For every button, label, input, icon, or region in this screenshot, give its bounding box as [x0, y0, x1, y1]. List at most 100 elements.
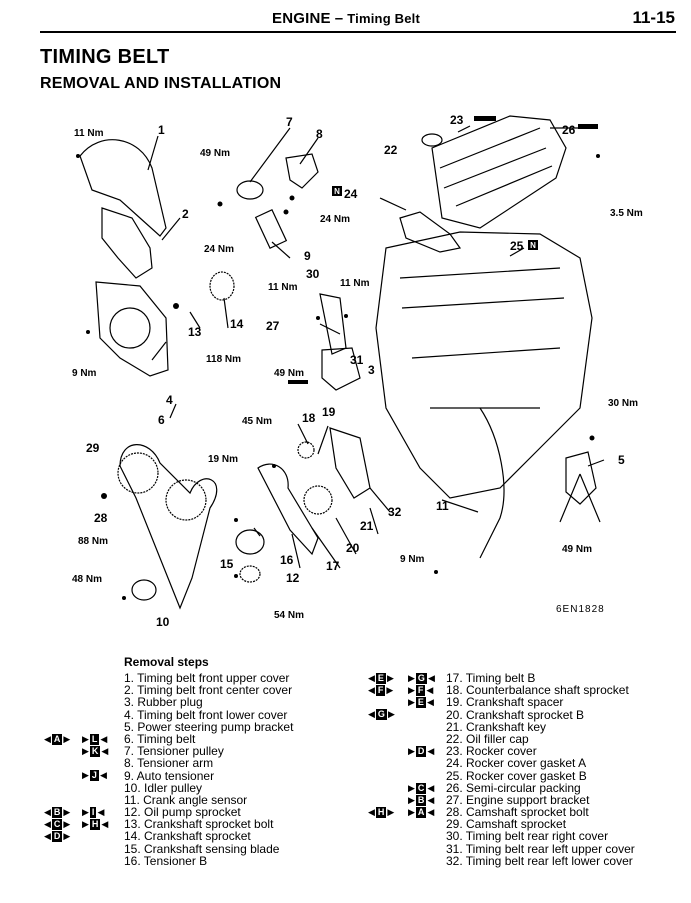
removal-step: 2. Timing belt front center cover [124, 683, 293, 698]
service-mark-c-right: ▶C◀ [408, 783, 434, 794]
service-mark-l: ▶L◀ [82, 734, 107, 745]
right-triangle-icon: ▶ [82, 819, 89, 829]
service-mark-k: ▶K◀ [82, 746, 108, 757]
header-rule [40, 31, 676, 33]
page-subtitle: REMOVAL AND INSTALLATION [40, 75, 282, 92]
right-triangle-icon: ▶ [408, 685, 415, 695]
callout-24: 24 [344, 187, 358, 201]
torque-label: 24 Nm [320, 214, 350, 225]
tensioner-arm-part [285, 153, 319, 189]
right-triangle-icon: ▶ [82, 807, 89, 817]
idler-pulley-part [131, 579, 157, 601]
right-triangle-icon: ▶ [408, 673, 415, 683]
left-triangle-icon: ◀ [100, 734, 108, 744]
timing-belt-b-part [257, 463, 319, 556]
mark-label: I [89, 807, 97, 818]
service-mark-b-right: ▶B◀ [408, 795, 434, 806]
removal-step: 11. Crank angle sensor [124, 792, 248, 807]
torque-label: 24 Nm [204, 244, 234, 255]
left-triangle-icon: ◀ [368, 685, 375, 695]
callout-19: 19 [322, 405, 336, 419]
auto-tensioner-part [254, 208, 288, 250]
front-center-cover-part [101, 207, 153, 279]
torque-label: 88 Nm [78, 536, 108, 547]
removal-step: 1. Timing belt front upper cover [124, 671, 290, 685]
left-triangle-icon: ◀ [44, 831, 51, 841]
removal-step: 20. Crankshaft sprocket B [446, 707, 585, 722]
callout-7: 7 [286, 115, 293, 129]
right-triangle-icon: ▶ [408, 795, 415, 805]
right-triangle-icon: ▶ [82, 746, 89, 756]
left-triangle-icon: ◀ [44, 734, 51, 744]
right-triangle-icon: ▶ [63, 807, 71, 817]
service-mark-g: ▶G◀ [408, 673, 435, 684]
right-triangle-icon: ▶ [63, 831, 71, 841]
mark-label: A [415, 807, 427, 818]
callout-21: 21 [360, 519, 374, 533]
engine-support-bracket-part [321, 347, 361, 391]
removal-step: 19. Crankshaft spacer [446, 695, 564, 710]
removal-step: 23. Rocker cover [446, 744, 537, 759]
removal-step: 32. Timing belt rear left lower cover [446, 853, 633, 868]
torque-label: 11 Nm [340, 278, 370, 289]
left-triangle-icon: ◀ [99, 770, 107, 780]
removal-step: 29. Camshaft sprocket [446, 817, 567, 832]
service-mark-g-left: ◀G▶ [368, 709, 395, 720]
callout-20: 20 [346, 541, 360, 555]
service-mark-j: ▶J◀ [82, 770, 107, 781]
front-upper-cover-part [79, 139, 167, 237]
removal-step: 26. Semi-circular packing [446, 780, 581, 795]
mark-label: B [415, 795, 427, 806]
removal-step: 12. Oil pump sprocket [124, 805, 241, 820]
front-lower-cover-part [95, 281, 169, 377]
removal-step: 30. Timing belt rear right cover [446, 829, 609, 844]
section-dash: – [334, 10, 344, 27]
removal-steps-right: 17. Timing belt B 18. Counterbalance sha… [446, 672, 635, 867]
mark-label: D [415, 746, 427, 757]
page-title: TIMING BELT [40, 46, 170, 68]
right-triangle-icon: ▶ [408, 697, 415, 707]
mark-label: K [89, 746, 101, 757]
removal-step: 27. Engine support bracket [446, 792, 590, 807]
callout-12: 12 [286, 571, 300, 585]
left-triangle-icon: ◀ [101, 746, 109, 756]
right-triangle-icon: ▶ [408, 746, 415, 756]
left-triangle-icon: ◀ [427, 783, 435, 793]
mark-label: E [415, 697, 426, 708]
left-triangle-icon: ◀ [44, 807, 51, 817]
service-mark-i: ▶I◀ [82, 807, 104, 818]
mark-label: E [375, 673, 386, 684]
right-triangle-icon: ▶ [63, 819, 71, 829]
mark-label: A [51, 734, 63, 745]
removal-step: 6. Timing belt [124, 731, 196, 746]
engine-block-part [375, 231, 593, 499]
rear-right-cover-part [319, 293, 347, 355]
left-triangle-icon: ◀ [427, 673, 435, 683]
callout-14: 14 [230, 317, 244, 331]
oil-filler-cap-part [421, 133, 443, 147]
mark-label: J [89, 770, 99, 781]
rear-left-lower-cover-part [329, 427, 371, 499]
page-number: 11-15 [632, 8, 675, 27]
removal-step: 21. Crankshaft key [446, 719, 547, 734]
removal-step: 5. Power steering pump bracket [124, 719, 294, 734]
mark-label: B [51, 807, 63, 818]
torque-label: 49 Nm [562, 544, 592, 555]
right-triangle-icon: ▶ [82, 770, 89, 780]
callout-4: 4 [166, 393, 173, 407]
mark-label: C [415, 783, 427, 794]
tensioner-pulley-part [236, 180, 264, 200]
callout-16: 16 [280, 553, 294, 567]
service-mark-h-left: ◀H▶ [368, 807, 394, 818]
right-triangle-icon: ▶ [408, 807, 415, 817]
torque-label: 49 Nm [274, 368, 304, 379]
removal-step: 25. Rocker cover gasket B [446, 768, 587, 783]
section-header: ENGINE–Timing Belt [272, 10, 420, 27]
service-mark-a-right: ▶A◀ [408, 807, 434, 818]
right-triangle-icon: ▶ [82, 734, 89, 744]
service-mark-a-left: ◀A▶ [44, 734, 70, 745]
callout-23: 23 [450, 113, 464, 127]
removal-step: 9. Auto tensioner [124, 768, 215, 783]
service-mark-d: ◀D▶ [44, 831, 70, 842]
mark-label: D [51, 831, 63, 842]
